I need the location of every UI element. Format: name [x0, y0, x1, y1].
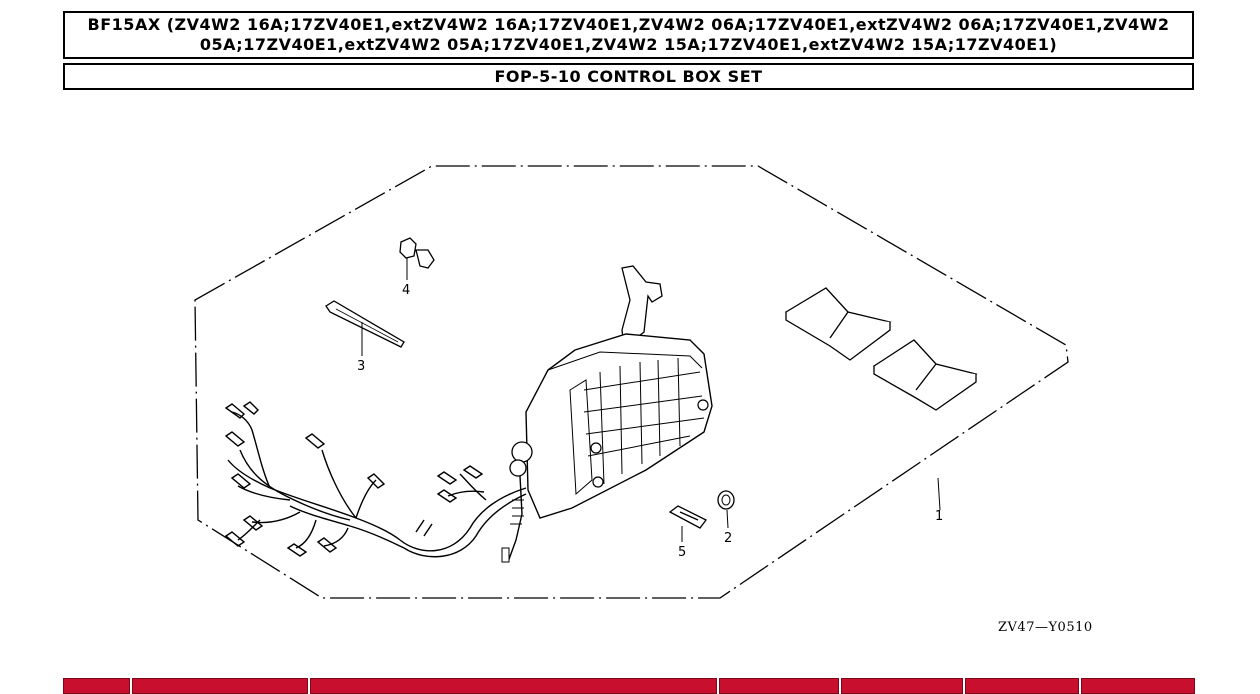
section-title: FOP-5-10 CONTROL BOX SET	[63, 63, 1194, 90]
wiring-harness	[224, 401, 527, 558]
callout-1[interactable]: 1	[935, 509, 943, 524]
part-1-control-box[interactable]	[501, 265, 941, 563]
table-header-cell	[965, 678, 1079, 694]
figure-code: ZV47—Y0510	[998, 620, 1093, 635]
table-header-cell	[841, 678, 963, 694]
callout-4[interactable]: 4	[402, 283, 410, 298]
part-2-grommet[interactable]	[717, 490, 735, 529]
callout-2[interactable]: 2	[724, 531, 732, 546]
owners-manuals	[784, 287, 978, 411]
kit-boundary	[194, 165, 1069, 599]
part-4-clip[interactable]	[399, 237, 435, 280]
part-3-cable-tie[interactable]	[325, 300, 405, 356]
callout-3[interactable]: 3	[357, 359, 365, 374]
part-5-fuse[interactable]	[668, 505, 707, 542]
model-header: BF15AX (ZV4W2 16A;17ZV40E1,extZV4W2 16A;…	[63, 11, 1194, 59]
table-header-cell	[1081, 678, 1195, 694]
table-header-cell	[719, 678, 839, 694]
callout-5[interactable]: 5	[678, 545, 686, 560]
table-header-cell	[63, 678, 130, 694]
table-header-cell	[310, 678, 717, 694]
table-header-cell	[132, 678, 308, 694]
